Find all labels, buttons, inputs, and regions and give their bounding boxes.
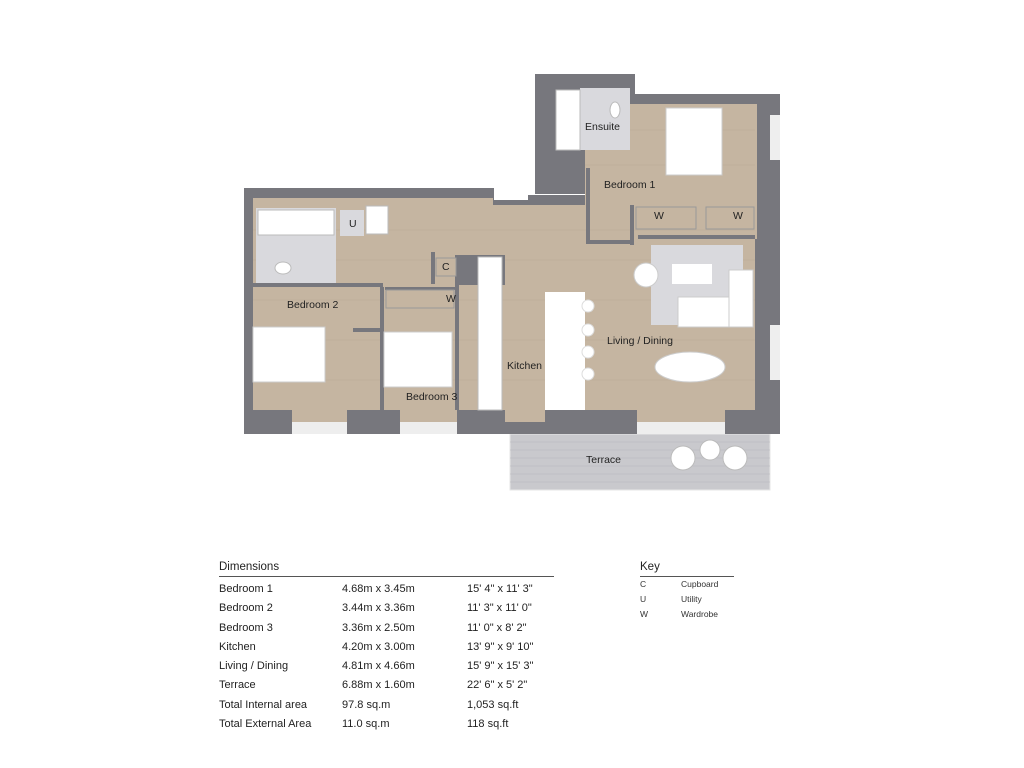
dimension-row: Terrace 6.88m x 1.60m 22' 6" x 5' 2" xyxy=(219,676,554,695)
cupboard xyxy=(435,257,457,277)
dimension-imperial: 15' 4" x 11' 3" xyxy=(467,583,533,595)
wardrobe xyxy=(705,206,755,230)
dimension-room: Total Internal area xyxy=(219,698,308,711)
dimension-room: Bedroom 1 xyxy=(219,583,273,595)
key-row: W Wardrobe xyxy=(640,607,734,622)
dining-table xyxy=(654,351,726,383)
dimension-room: Kitchen xyxy=(219,640,256,653)
dimension-metric: 4.81m x 4.66m xyxy=(342,660,415,673)
label-bedroom1: Bedroom 1 xyxy=(604,179,656,191)
dimension-imperial: 11' 3" x 11' 0" xyxy=(467,602,532,615)
sofa-chaise xyxy=(728,269,754,328)
windows xyxy=(292,115,780,434)
bedroom1-bed xyxy=(665,107,723,176)
dimension-row: Living / Dining 4.81m x 4.66m 15' 9" x 15'… xyxy=(219,657,554,676)
bar-stools xyxy=(581,299,595,381)
ensuite-toilet xyxy=(609,101,621,119)
ensuite-tile xyxy=(580,88,630,150)
bedroom2-bed xyxy=(252,326,326,383)
dimensions-table: Dimensions Bedroom 1 4.68m x 3.45m 15' 4" … xyxy=(219,561,554,734)
dimension-room: Living / Dining xyxy=(219,660,289,673)
dimension-imperial: 22' 6" x 5' 2" xyxy=(467,679,528,692)
dimension-room: Bedroom 3 xyxy=(219,621,273,634)
kitchen-island xyxy=(545,292,585,410)
floor-plan: Ensuite Bedroom 1 Bedroom 2 Bedroom 3 Ki… xyxy=(244,74,780,491)
dimension-row: Bedroom 3 3.36m x 2.50m 11' 0" x 8' 2" xyxy=(219,619,554,638)
key-title: Key xyxy=(640,561,734,577)
utility-cupboard xyxy=(340,210,364,236)
dimension-imperial: 118 sq.ft xyxy=(467,718,509,731)
label-terrace: Terrace xyxy=(586,454,621,466)
key-row: C Cupboard xyxy=(640,577,734,592)
label-wardrobe: W xyxy=(654,210,664,222)
key-code: W xyxy=(640,609,649,619)
dimension-row: Bedroom 2 3.44m x 3.36m 11' 3" x 11' 0" xyxy=(219,599,554,618)
bathtub xyxy=(257,209,335,236)
dimension-metric: 97.8 sq.m xyxy=(342,698,391,711)
shower xyxy=(555,89,581,151)
key-meaning: Wardrobe xyxy=(681,609,719,619)
utility-appliance xyxy=(365,205,389,235)
dimension-metric: 11.0 sq.m xyxy=(342,718,390,731)
dimension-metric: 4.68m x 3.45m xyxy=(342,583,415,595)
dimensions-title: Dimensions xyxy=(219,561,554,577)
label-wardrobe: W xyxy=(446,293,456,305)
label-wardrobe: W xyxy=(733,210,743,222)
bedroom3-bed xyxy=(383,331,453,388)
terrace-chairs xyxy=(670,439,748,471)
wardrobe xyxy=(635,206,697,230)
dimension-row: Kitchen 4.20m x 3.00m 13' 9" x 9' 10" xyxy=(219,638,554,657)
coffee-table xyxy=(672,264,712,284)
dimension-imperial: 11' 0" x 8' 2" xyxy=(467,621,527,634)
label-utility: U xyxy=(349,218,357,230)
kitchen-counter xyxy=(477,256,503,411)
label-bedroom2: Bedroom 2 xyxy=(287,299,339,311)
dimension-metric: 4.20m x 3.00m xyxy=(342,640,415,653)
dimension-imperial: 1,053 sq.ft xyxy=(467,698,519,711)
bedroom3-wardrobe xyxy=(385,289,455,309)
dimension-metric: 3.36m x 2.50m xyxy=(342,621,415,634)
dimension-row: Bedroom 1 4.68m x 3.45m 15' 4" x 11' 3" xyxy=(219,580,554,599)
label-cupboard: C xyxy=(442,261,450,273)
key-code: C xyxy=(640,579,647,589)
dimension-room: Total External Area xyxy=(219,718,312,731)
dimension-imperial: 15' 9" x 15' 3" xyxy=(467,660,534,673)
dimension-metric: 6.88m x 1.60m xyxy=(342,679,415,692)
key-code: U xyxy=(640,594,647,604)
armchair xyxy=(633,262,659,288)
label-living: Living / Dining xyxy=(607,335,673,347)
dimension-room: Bedroom 2 xyxy=(219,602,273,615)
key-meaning: Cupboard xyxy=(681,579,719,589)
key-row: U Utility xyxy=(640,592,734,607)
dimension-row: Total Internal area 97.8 sq.m 1,053 sq.ft xyxy=(219,696,554,715)
dimension-imperial: 13' 9" x 9' 10" xyxy=(467,640,534,653)
label-kitchen: Kitchen xyxy=(507,360,542,372)
label-bedroom3: Bedroom 3 xyxy=(406,391,458,403)
dimension-room: Terrace xyxy=(219,679,256,692)
dimension-metric: 3.44m x 3.36m xyxy=(342,602,415,615)
dimension-row: Total External Area 11.0 sq.m 118 sq.ft xyxy=(219,715,554,734)
label-ensuite: Ensuite xyxy=(585,121,620,133)
key-meaning: Utility xyxy=(681,594,702,604)
toilet xyxy=(274,261,292,275)
